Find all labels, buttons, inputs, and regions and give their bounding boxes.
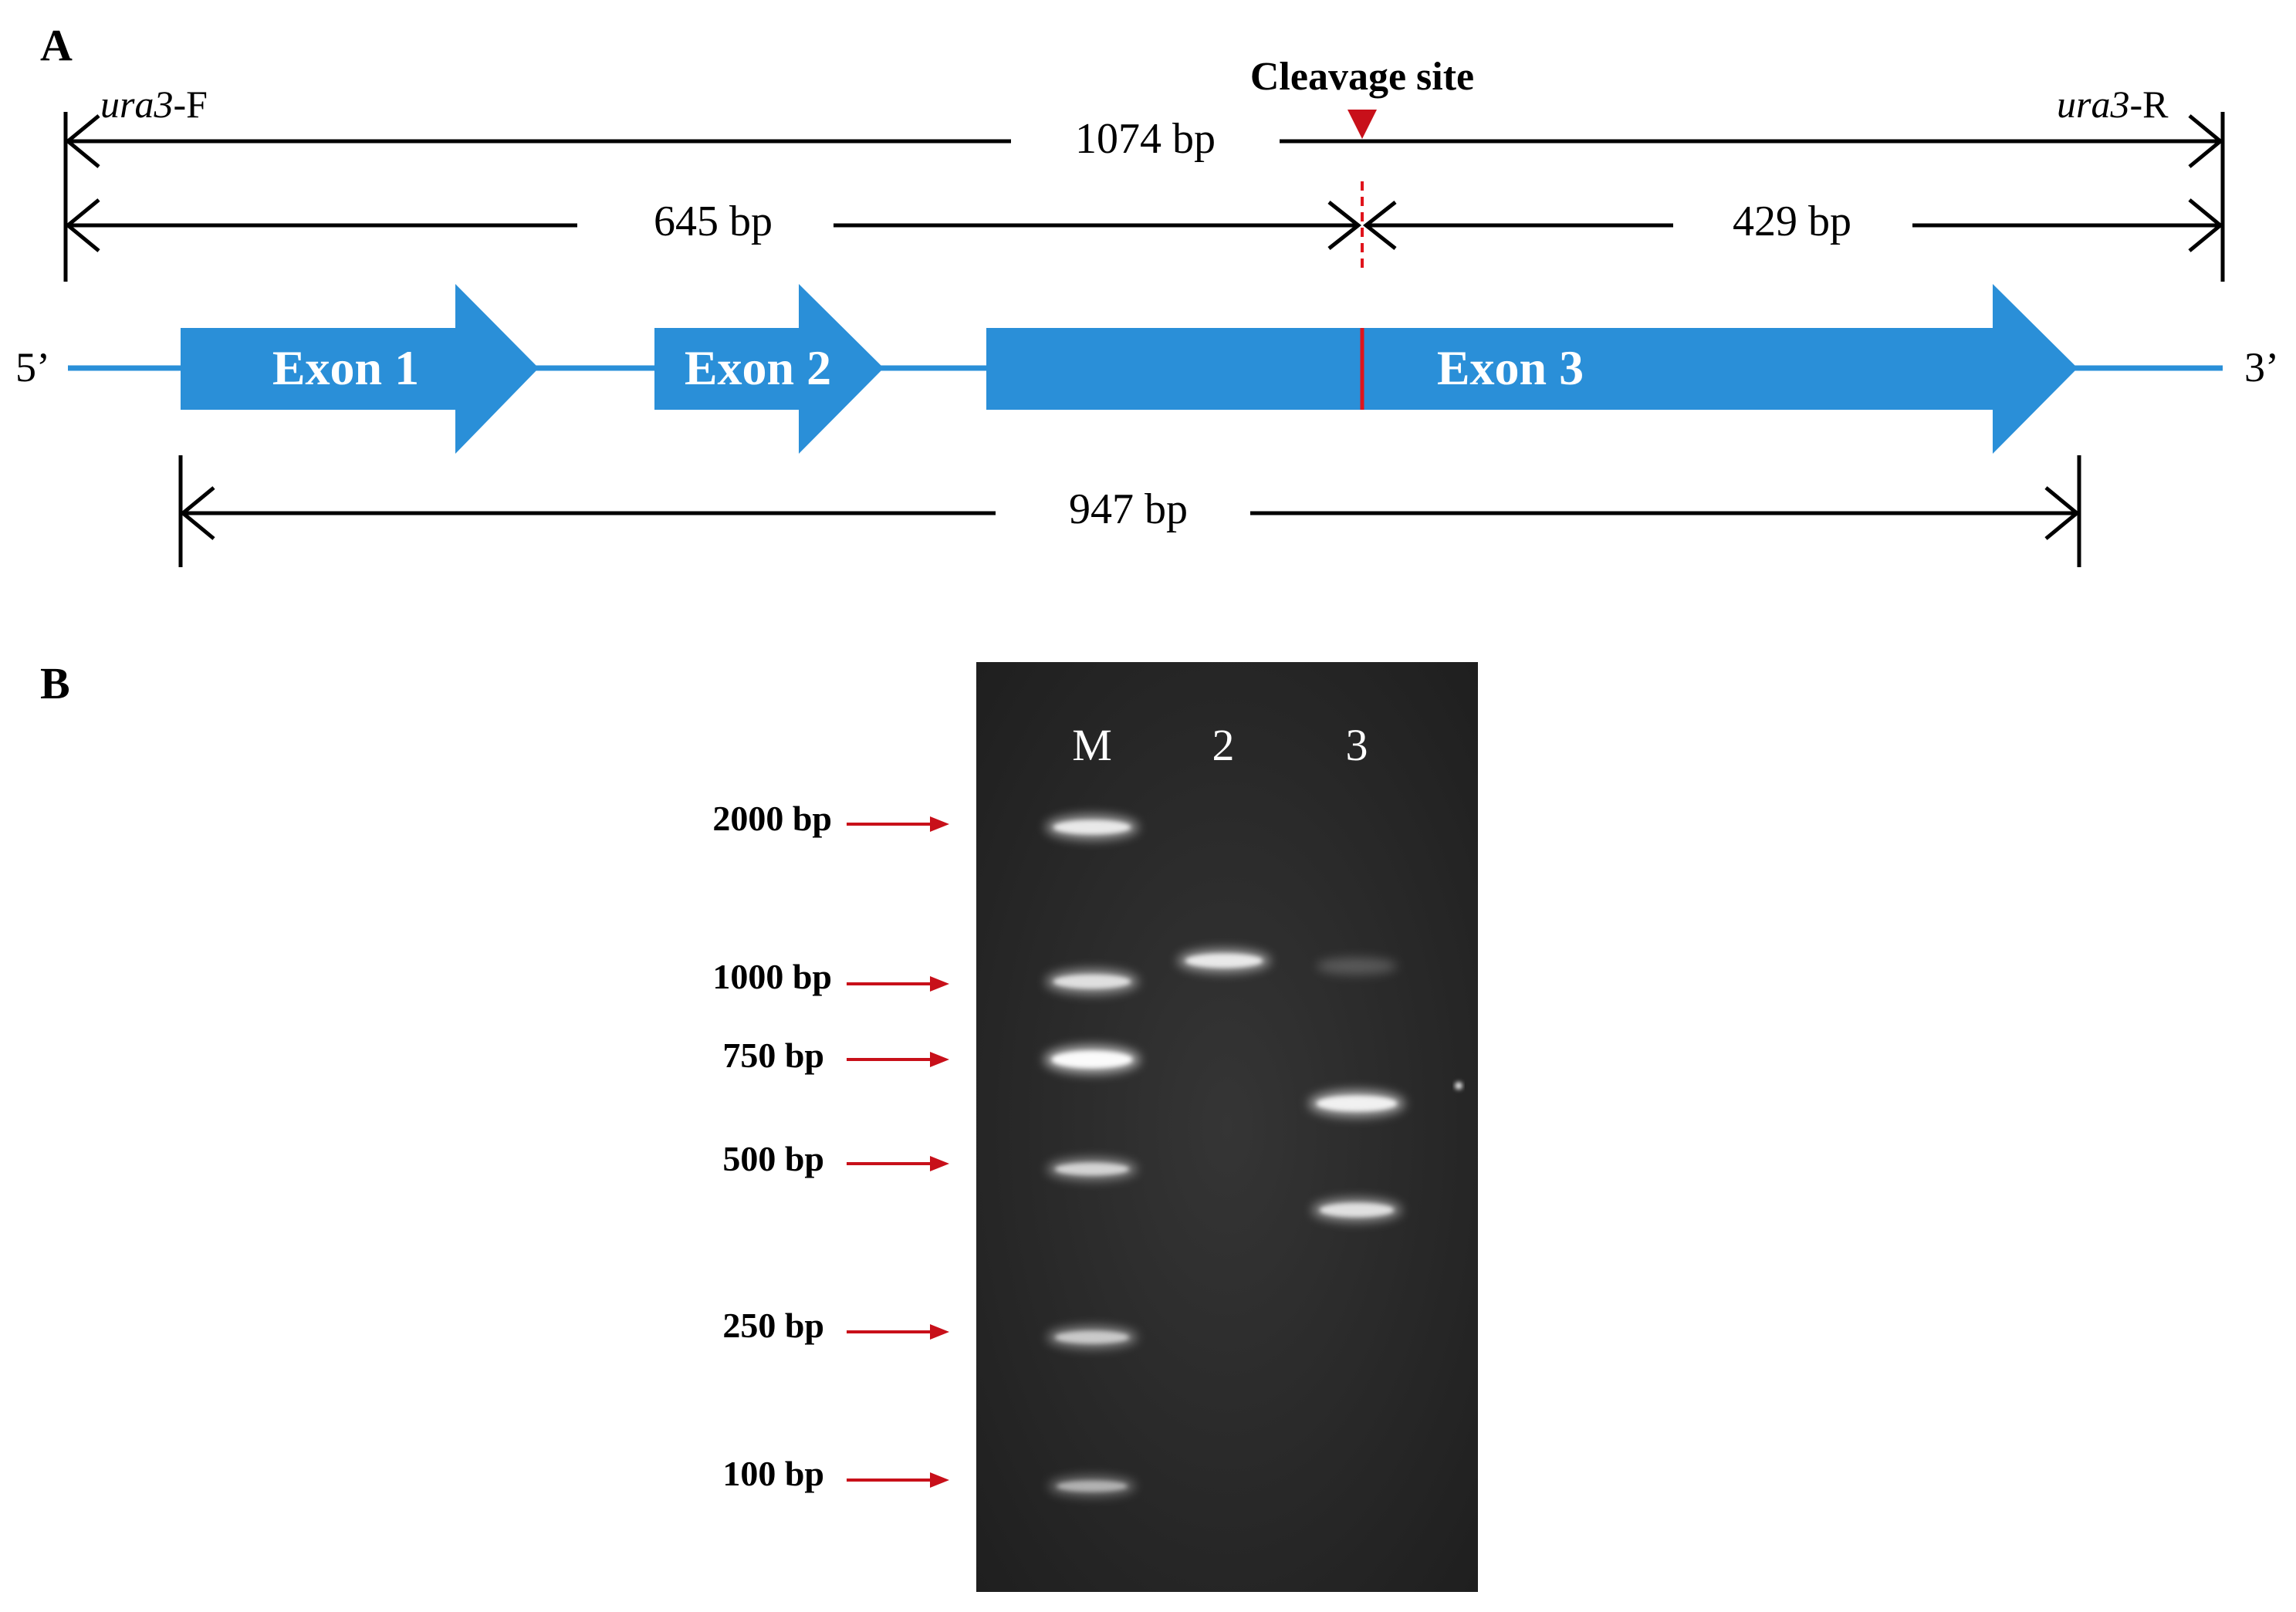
panel-b-label: B <box>40 658 70 708</box>
exon-3-arrow <box>986 284 2078 454</box>
lane-3-bands <box>1309 958 1405 1222</box>
primer-forward-name: ura3 <box>100 83 173 126</box>
cds-length-line <box>180 486 2080 540</box>
marker-arrow-100 <box>847 1472 949 1488</box>
lane-label-2: 2 <box>1212 720 1235 770</box>
primer-forward-label: ura3-F <box>100 83 208 126</box>
marker-arrow-2000 <box>847 816 949 832</box>
exon-3-label: Exon 3 <box>1437 340 1584 395</box>
marker-band-1000 <box>1046 969 1138 994</box>
primer-reverse-label: ura3-R <box>2057 83 2169 126</box>
left-fragment-label: 645 bp <box>654 198 773 245</box>
marker-band-250 <box>1047 1326 1137 1348</box>
marker-labels: 2000 bp 1000 bp 750 bp 500 bp 250 bp 100… <box>712 799 949 1493</box>
marker-arrow-500 <box>847 1156 949 1171</box>
marker-arrow-1000 <box>847 976 949 992</box>
lane-label-3: 3 <box>1346 720 1368 770</box>
cleavage-site-marker <box>1348 110 1377 139</box>
marker-band-2000 <box>1046 815 1138 840</box>
left-fragment-line <box>65 198 1362 252</box>
marker-label-100: 100 bp <box>722 1454 824 1493</box>
gel-speck <box>1455 1082 1462 1090</box>
dimension-lines <box>63 112 2225 567</box>
marker-arrow-750 <box>847 1052 949 1067</box>
marker-label-500: 500 bp <box>722 1139 824 1178</box>
right-fragment-label: 429 bp <box>1733 198 1851 245</box>
lane-label-m: M <box>1072 720 1112 770</box>
total-length-line <box>65 114 2223 168</box>
primer-forward-suffix: -F <box>173 83 207 126</box>
five-prime-label: 5’ <box>15 344 50 390</box>
exon-2-arrow <box>654 284 884 454</box>
marker-lane <box>1044 815 1140 1496</box>
marker-label-2000: 2000 bp <box>712 799 832 838</box>
marker-label-750: 750 bp <box>722 1036 824 1075</box>
marker-arrows <box>847 816 949 1488</box>
cleavage-site-label: Cleavage site <box>1250 55 1474 99</box>
gel-background <box>976 662 1478 1592</box>
three-prime-label: 3’ <box>2244 344 2279 390</box>
marker-label-1000: 1000 bp <box>712 957 832 996</box>
marker-arrow-250 <box>847 1324 949 1340</box>
lane-3-band-645 <box>1309 1090 1405 1117</box>
marker-band-750 <box>1044 1046 1140 1073</box>
primer-reverse-suffix: -R <box>2129 83 2169 126</box>
lane-2-band <box>1178 949 1270 972</box>
marker-band-100 <box>1049 1476 1135 1496</box>
right-fragment-line <box>1362 198 2223 252</box>
marker-band-500 <box>1047 1158 1137 1180</box>
primer-reverse-name: ura3 <box>2057 83 2129 126</box>
exon-1-arrow <box>181 284 539 454</box>
total-length-label: 1074 bp <box>1075 115 1216 163</box>
lane-3-band-uncut <box>1317 958 1397 975</box>
panel-a-label: A <box>40 20 73 70</box>
exon-2-label: Exon 2 <box>685 340 831 395</box>
marker-label-250: 250 bp <box>722 1306 824 1345</box>
exon-1-label: Exon 1 <box>272 340 419 395</box>
cds-length-label: 947 bp <box>1069 485 1188 533</box>
gel-image: M 2 3 <box>976 662 1478 1592</box>
lane-3-band-429 <box>1312 1198 1402 1222</box>
